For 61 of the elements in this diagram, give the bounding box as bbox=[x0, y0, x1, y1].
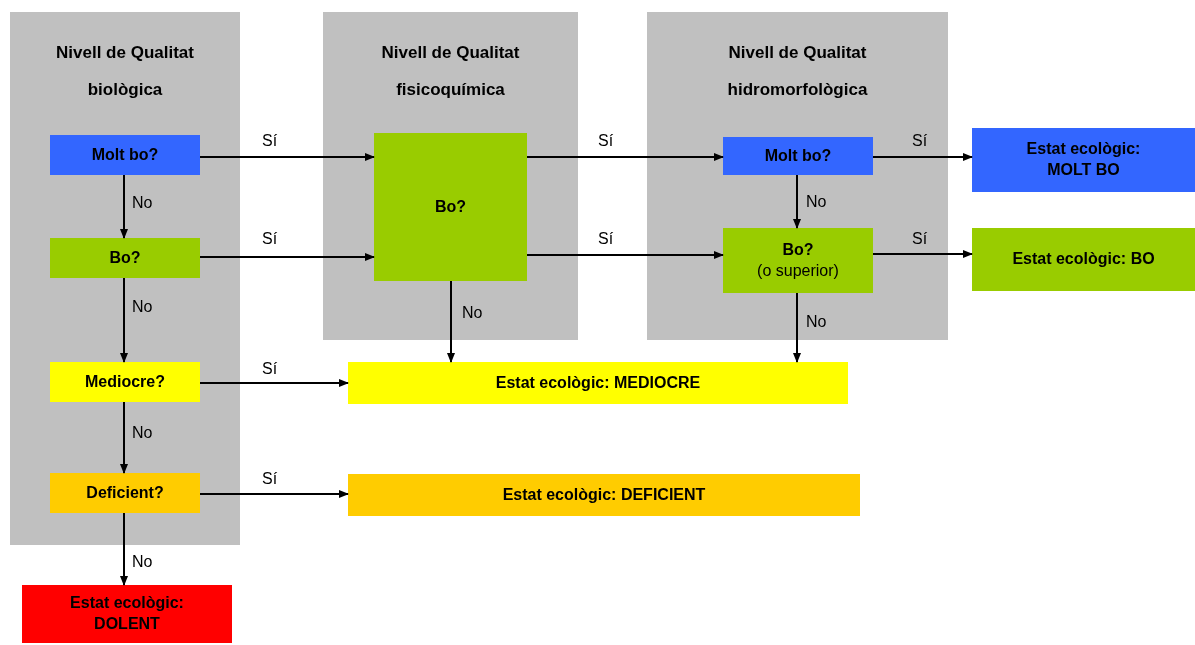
edge-label: No bbox=[806, 313, 827, 331]
edge-label: Sí bbox=[912, 132, 928, 150]
node-text: Molt bo? bbox=[91, 144, 159, 165]
arrow bbox=[793, 174, 801, 229]
edge-label: No bbox=[132, 194, 153, 212]
question-box bbox=[723, 137, 873, 175]
arrow bbox=[199, 153, 375, 161]
edge-label: No bbox=[132, 424, 153, 442]
edge-label: Sí bbox=[262, 360, 278, 378]
panel bbox=[647, 12, 948, 340]
node-text: Estat ecològic: BO bbox=[1012, 249, 1155, 270]
question-box bbox=[50, 473, 200, 513]
arrow bbox=[872, 153, 973, 161]
result-box bbox=[22, 585, 232, 643]
node-text: Estat ecològic: DEFICIENT bbox=[502, 484, 706, 505]
question-box bbox=[374, 133, 527, 281]
arrow bbox=[199, 253, 375, 261]
question-box bbox=[50, 135, 200, 175]
result-box bbox=[972, 128, 1195, 192]
arrow bbox=[872, 250, 973, 258]
edge-label: Sí bbox=[912, 230, 928, 248]
node-text: Estat ecològic: DOLENT bbox=[69, 593, 185, 634]
result-box bbox=[348, 362, 848, 404]
edge-label: Sí bbox=[598, 230, 614, 248]
arrow bbox=[526, 153, 724, 161]
panel-heading: Nivell de Qualitat biològica bbox=[55, 42, 195, 102]
node-text: Bo? bbox=[782, 239, 814, 260]
question-box bbox=[723, 228, 873, 293]
edge-label: Sí bbox=[262, 132, 278, 150]
edge-label: No bbox=[462, 304, 483, 322]
edge-label: Sí bbox=[598, 132, 614, 150]
node-text: Molt bo? bbox=[764, 145, 832, 166]
edge-label: Sí bbox=[262, 230, 278, 248]
arrow bbox=[120, 401, 128, 474]
result-box bbox=[972, 228, 1195, 291]
arrow bbox=[120, 512, 128, 586]
arrow bbox=[199, 379, 349, 387]
node-text: Estat ecològic: MEDIOCRE bbox=[495, 372, 701, 393]
arrow bbox=[199, 490, 349, 498]
panel bbox=[323, 12, 578, 340]
node-text: Bo? bbox=[434, 196, 467, 217]
arrow bbox=[526, 251, 724, 259]
edge-label: No bbox=[806, 193, 827, 211]
node-text: Deficient? bbox=[86, 482, 164, 503]
node-text: Estat ecològic: MOLT BO bbox=[1025, 139, 1142, 180]
panel bbox=[10, 12, 240, 545]
result-box bbox=[348, 474, 860, 516]
arrow bbox=[120, 277, 128, 363]
arrow bbox=[120, 174, 128, 239]
node-subtext: (o superior) bbox=[757, 260, 839, 281]
arrow bbox=[447, 280, 455, 363]
edge-label: No bbox=[132, 553, 153, 571]
node-text: Mediocre? bbox=[85, 371, 165, 392]
question-box bbox=[50, 238, 200, 278]
node-text: Bo? bbox=[109, 247, 141, 268]
panel-heading: Nivell de Qualitat fisicoquímica bbox=[380, 42, 521, 102]
question-box bbox=[50, 362, 200, 402]
edge-label: No bbox=[132, 298, 153, 316]
arrow bbox=[793, 292, 801, 363]
panel-heading: Nivell de Qualitat hidromorfològica bbox=[726, 42, 869, 102]
edge-label: Sí bbox=[262, 470, 278, 488]
